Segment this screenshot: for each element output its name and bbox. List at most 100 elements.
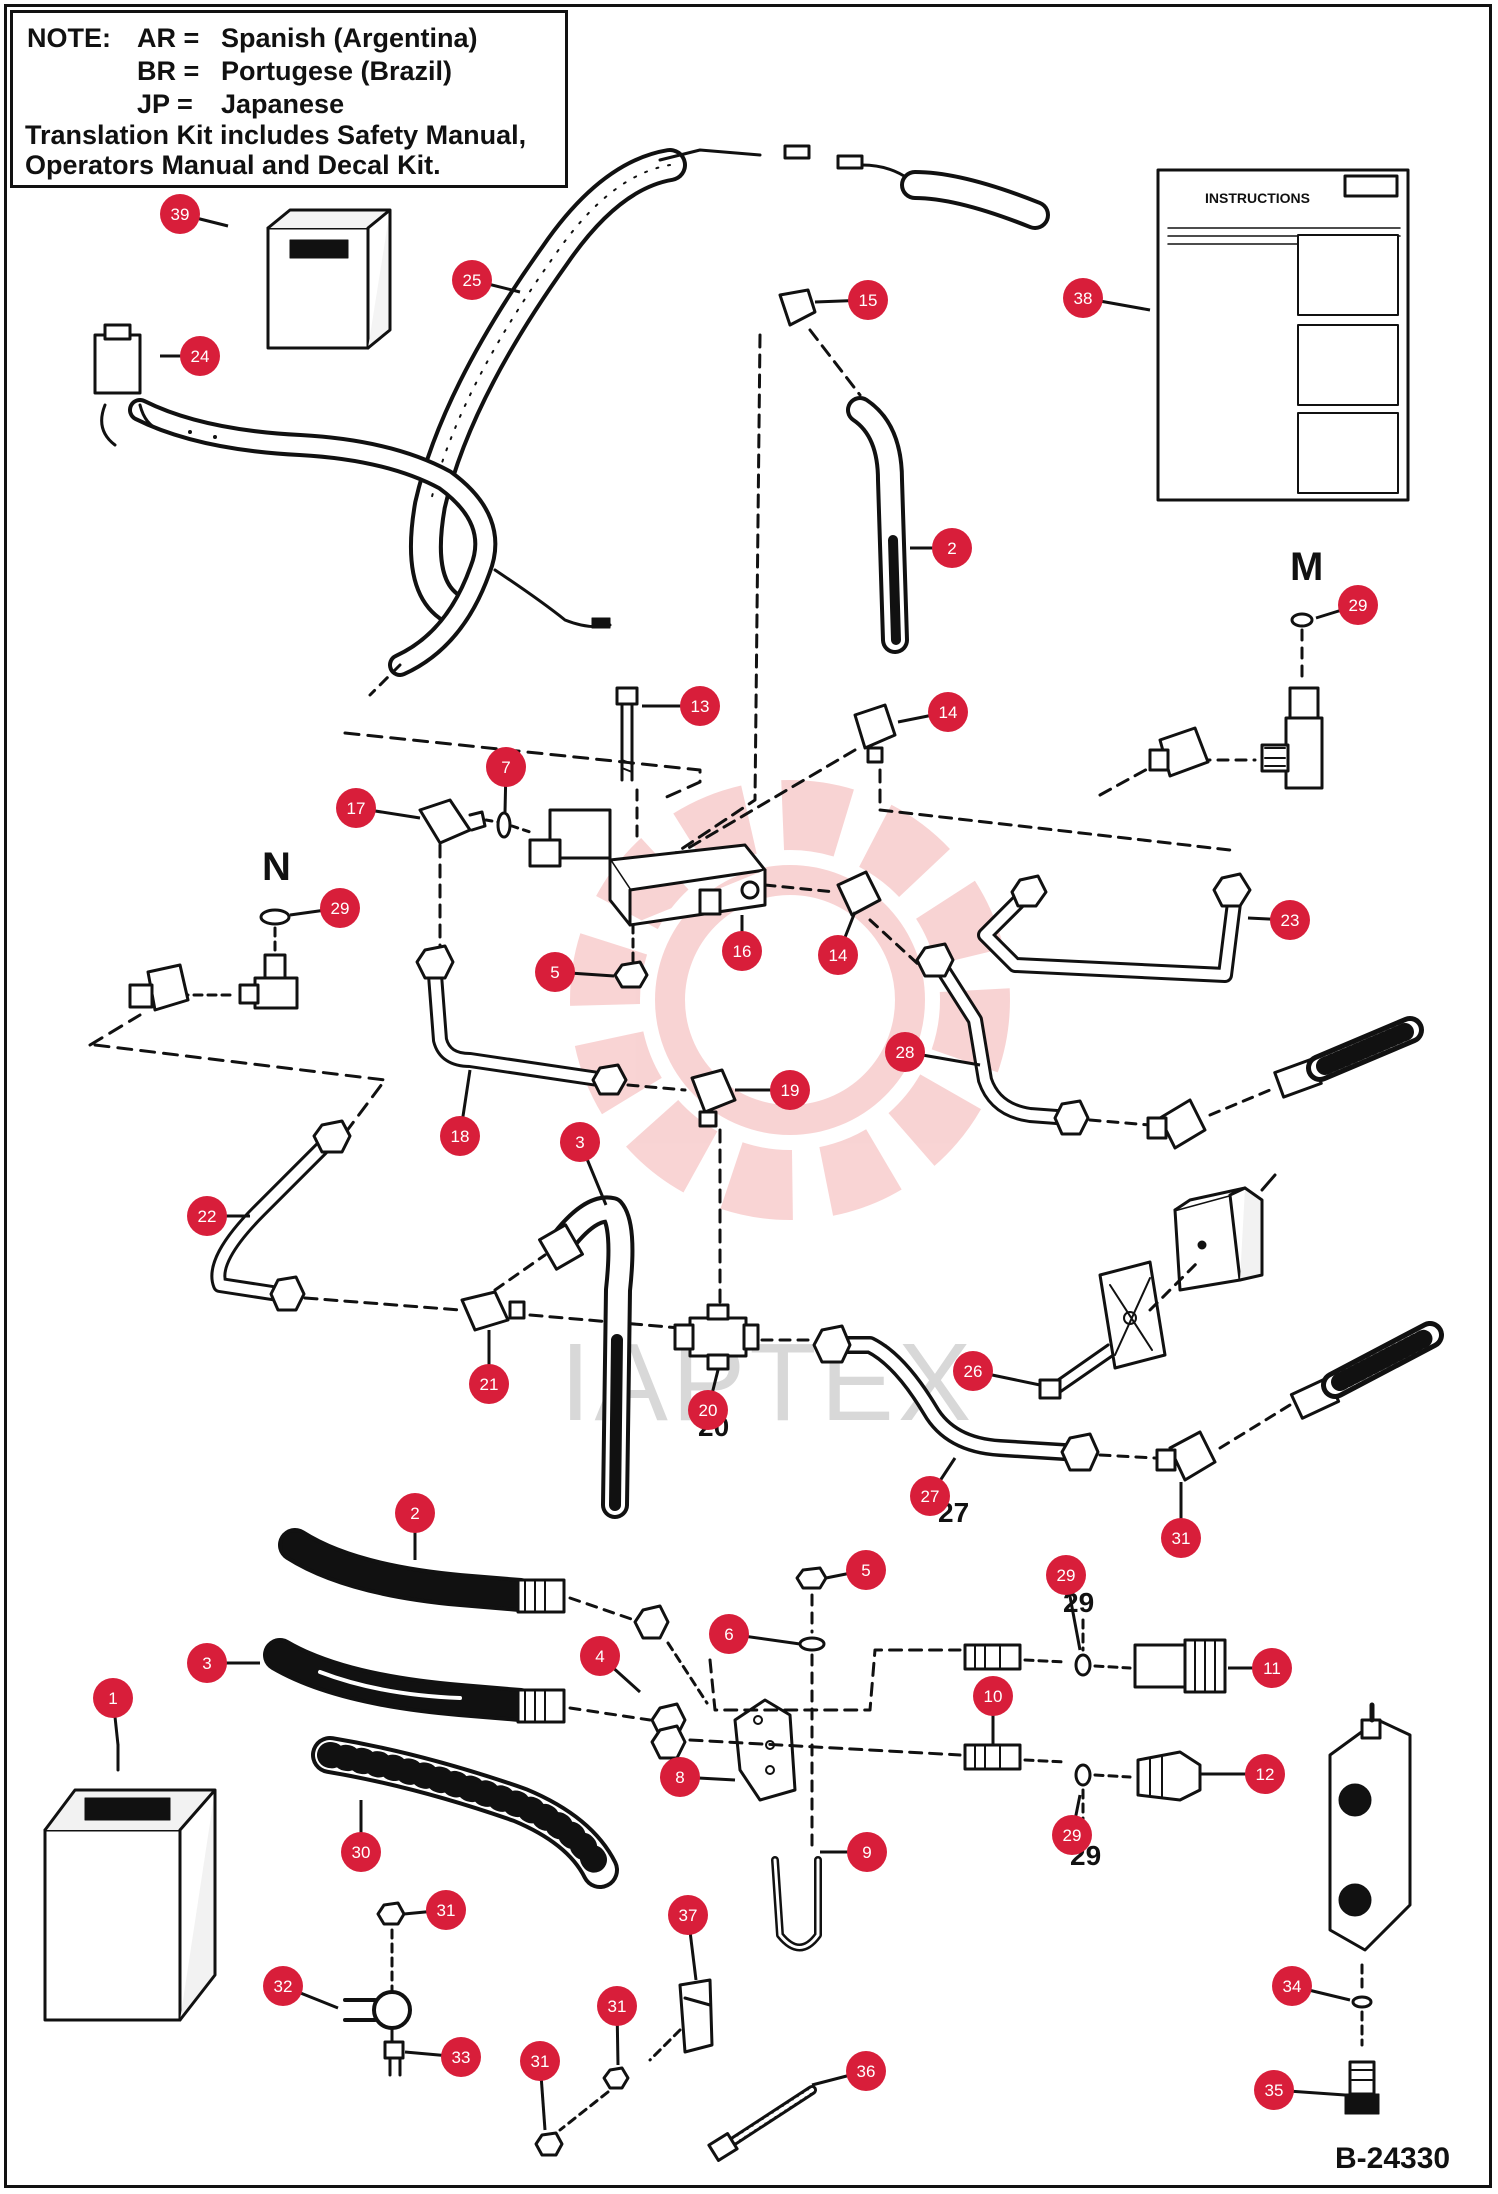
nut-31-a — [376, 1901, 406, 1926]
note-lang-br: Portugese (Brazil) — [221, 56, 453, 86]
callout-number: 5 — [550, 963, 559, 982]
callout-31d: 31 — [520, 2041, 560, 2131]
callout-balloon — [818, 935, 858, 975]
translation-note-box: NOTE: AR = Spanish (Argentina) BR = Port… — [10, 10, 568, 188]
callout-29b: 29 — [289, 888, 360, 928]
washer-6 — [798, 1636, 826, 1652]
sleeve-30 — [311, 1736, 619, 1889]
callout-19: 19 — [735, 1070, 810, 1110]
callout-35: 35 — [1254, 2070, 1346, 2110]
callout-number: 21 — [480, 1375, 499, 1394]
callout-34: 34 — [1272, 1966, 1351, 2006]
callout-5a: 5 — [535, 952, 615, 992]
callout-29c: 29 — [1046, 1555, 1086, 1651]
note-code-ar: AR = — [137, 23, 200, 53]
bolt-13 — [615, 686, 639, 782]
clip-37 — [678, 1978, 714, 2054]
fitting-m — [1260, 686, 1324, 790]
callout-balloon — [660, 1757, 700, 1797]
callout-balloon — [1254, 2070, 1294, 2110]
callout-number: 3 — [575, 1133, 584, 1152]
oring-34 — [1351, 1995, 1373, 2009]
callout-7: 7 — [486, 747, 526, 813]
callout-number: 25 — [463, 271, 482, 290]
callout-number: 9 — [862, 1843, 871, 1862]
callout-number: 29 — [1063, 1826, 1082, 1845]
valve-block-16 — [528, 808, 767, 927]
callout-31b: 31 — [403, 1890, 466, 1930]
connector-24 — [93, 323, 162, 447]
callout-23: 23 — [1247, 900, 1310, 940]
callout-9: 9 — [820, 1832, 887, 1872]
callout-number: 39 — [171, 205, 190, 224]
callout-number: 22 — [198, 1207, 217, 1226]
callout-4: 4 — [580, 1636, 642, 1694]
hose-end-right-upper — [1273, 1016, 1424, 1099]
wire-harness — [128, 144, 1050, 697]
callout-number: 28 — [896, 1043, 915, 1062]
cross-fitting-20 — [673, 1303, 760, 1371]
callout-balloon — [1245, 1754, 1285, 1794]
callout-16: 16 — [722, 915, 762, 971]
tee-21 — [460, 1290, 526, 1332]
callout-balloon — [336, 788, 376, 828]
callout-25: 25 — [452, 260, 521, 300]
tube-23 — [977, 872, 1252, 983]
callout-balloon — [1046, 1555, 1086, 1595]
nut-31-c — [534, 2131, 564, 2157]
callout-number: 31 — [437, 1901, 456, 1920]
callout-balloon — [973, 1676, 1013, 1716]
callout-number: 14 — [829, 946, 848, 965]
callout-2a: 2 — [910, 528, 972, 568]
callout-balloon — [580, 1636, 620, 1676]
elbow-n-side — [128, 963, 190, 1012]
callout-number: 31 — [608, 1997, 627, 2016]
oring-29-m — [1290, 612, 1314, 628]
callout-3b: 3 — [187, 1643, 260, 1683]
callout-number: 4 — [595, 1647, 604, 1666]
callout-number: 2 — [947, 539, 956, 558]
callout-balloon — [846, 1550, 886, 1590]
note-line-1: Translation Kit includes Safety Manual, — [25, 120, 527, 150]
callout-balloon — [320, 888, 360, 928]
callout-number: 3 — [202, 1654, 211, 1673]
callout-balloon — [1052, 1815, 1092, 1855]
callout-balloon — [770, 1070, 810, 1110]
callout-balloon — [885, 1032, 925, 1072]
elbow-31-right — [1155, 1430, 1217, 1482]
callout-balloon — [722, 931, 762, 971]
callout-number: 33 — [452, 2048, 471, 2067]
callout-number: 5 — [861, 1561, 870, 1580]
clip-32 — [343, 1990, 412, 2030]
callout-36: 36 — [811, 2051, 886, 2091]
oring-7 — [496, 811, 512, 839]
callout-balloon — [341, 1832, 381, 1872]
callout-3a: 3 — [560, 1122, 608, 1206]
callout-number: 31 — [1172, 1529, 1191, 1548]
callout-number: 27 — [921, 1487, 940, 1506]
callout-number: 30 — [352, 1843, 371, 1862]
plug-35 — [1344, 2060, 1380, 2115]
callout-31a: 31 — [1161, 1482, 1201, 1558]
elbow-14-upper — [853, 703, 897, 764]
adapter-10-upper — [963, 1643, 1022, 1671]
callout-balloon — [395, 1493, 435, 1533]
callout-number: 32 — [274, 1977, 293, 1996]
callout-balloon — [560, 1122, 600, 1162]
callout-balloon — [680, 686, 720, 726]
elbow-right-upper — [1146, 1098, 1207, 1150]
callout-balloon — [668, 1895, 708, 1935]
callout-number: 7 — [501, 758, 510, 777]
callout-balloon — [709, 1614, 749, 1654]
elbow-m-side — [1148, 726, 1210, 778]
callout-31c: 31 — [597, 1986, 637, 2066]
valve-34 — [1328, 1702, 1412, 1952]
tee-17 — [418, 798, 487, 845]
oring-29-lower — [1074, 1763, 1092, 1787]
note-code-jp: JP = — [137, 89, 193, 119]
callout-balloon — [441, 2037, 481, 2077]
instructions-title: INSTRUCTIONS — [1205, 190, 1310, 206]
